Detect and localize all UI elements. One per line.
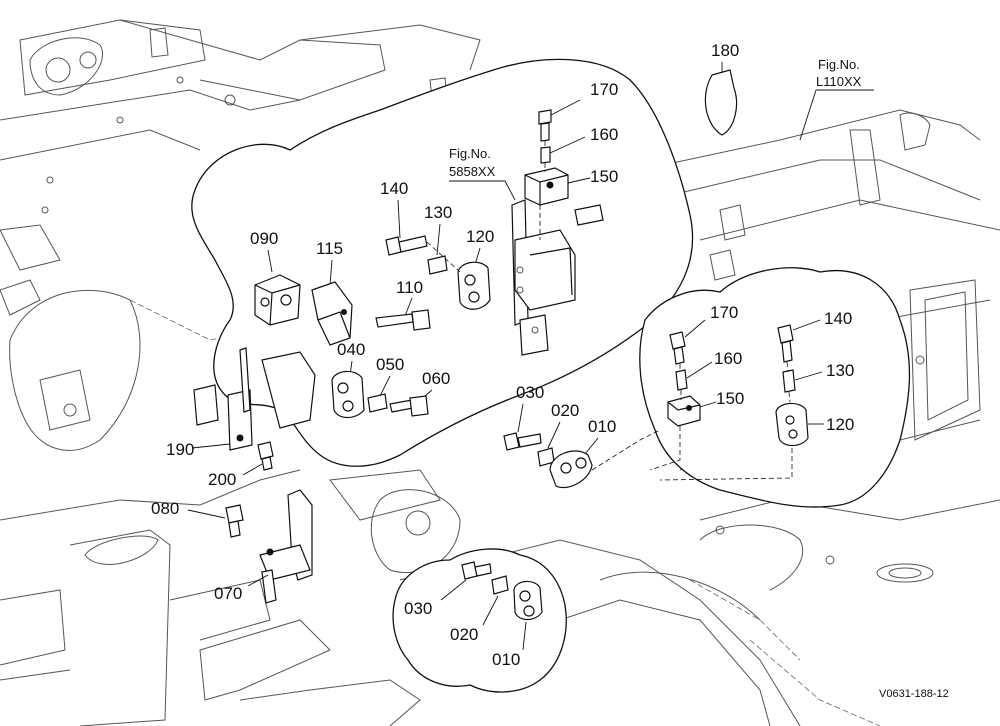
callout-040: 040	[337, 340, 365, 359]
fig-ref-2-line2: 5858XX	[449, 164, 496, 179]
callout-120-center: 120	[466, 227, 494, 246]
part-180-cable-tie: 180	[704, 41, 739, 136]
callout-190: 190	[166, 440, 194, 459]
callout-140-right: 140	[824, 309, 852, 328]
callout-180: 180	[711, 41, 739, 60]
callout-130-right: 130	[826, 361, 854, 380]
callout-070: 070	[214, 584, 242, 603]
right-detail-stack-170-160-150: 170 160 150	[649, 303, 744, 471]
callout-130-center: 130	[424, 203, 452, 222]
callout-160-right: 160	[714, 349, 742, 368]
clamp-set-030-020-010-middle: 030 020 010	[503, 383, 661, 489]
fig-ref-1-line1: Fig.No.	[818, 57, 860, 72]
callout-170-right: 170	[710, 303, 738, 322]
callout-010-bottom: 010	[492, 650, 520, 669]
callout-160-upper: 160	[590, 125, 618, 144]
detail-callout-right	[639, 267, 911, 508]
callout-170-upper: 170	[590, 80, 618, 99]
callout-200: 200	[208, 470, 236, 489]
callout-150-right: 150	[716, 389, 744, 408]
drawing-code: V0631-188-12	[879, 688, 949, 700]
fig-ref-2-line1: Fig.No.	[449, 146, 491, 161]
clamp-set-030-020-010-bottom: 030 020 010	[404, 561, 543, 669]
callout-120-right: 120	[826, 415, 854, 434]
callout-060: 060	[422, 369, 450, 388]
callout-020-middle: 020	[551, 401, 579, 420]
right-detail-stack-140-130-120: 140 130 120	[659, 309, 854, 481]
callout-110: 110	[396, 278, 423, 297]
callout-010-middle: 010	[588, 417, 616, 436]
clamp-set-090-115-110: 090 115 110	[250, 229, 431, 346]
bracket-070-bolt-080: 080 070	[151, 489, 313, 604]
callout-090: 090	[250, 229, 278, 248]
callout-030-middle: 030	[516, 383, 544, 402]
bracket-assembly-5858xx: Fig.No. 5858XX	[449, 146, 604, 356]
callout-020-bottom: 020	[450, 625, 478, 644]
bracket-190-bolt-200: 190 200	[166, 347, 316, 489]
callout-050: 050	[376, 355, 404, 374]
callout-115: 115	[316, 239, 343, 258]
callout-140-center: 140	[380, 179, 408, 198]
clamp-set-040-050-060: 040 050 060	[331, 340, 450, 419]
callout-030-bottom: 030	[404, 599, 432, 618]
clamp-set-140-130-120: 140 130 120	[380, 179, 494, 310]
callout-080: 080	[151, 499, 179, 518]
callout-150-upper: 150	[590, 167, 618, 186]
upper-stack-170-160-150: 170 160 150	[524, 80, 618, 206]
figure-reference-l110xx: Fig.No. L110XX	[799, 57, 874, 141]
fig-ref-1-line2: L110XX	[816, 74, 862, 89]
